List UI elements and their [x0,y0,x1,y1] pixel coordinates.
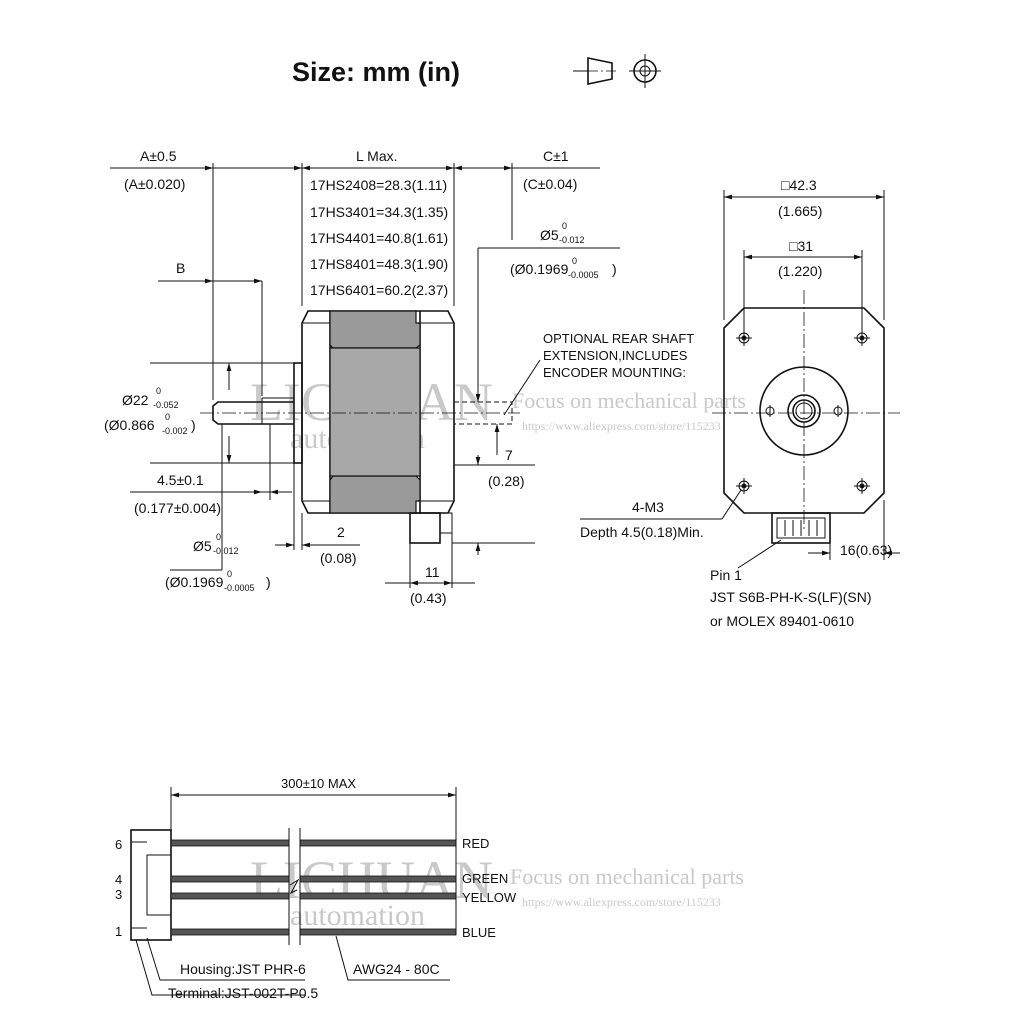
svg-text:-0.052: -0.052 [153,400,179,410]
svg-text:Focus on mechanical parts: Focus on mechanical parts [510,864,744,889]
wire-label-red: RED [462,836,489,851]
svg-text:-0.002: -0.002 [162,426,188,436]
rear-shaft-dia-in: (Ø0.1969 [510,261,569,277]
svg-text:0: 0 [216,532,221,542]
boss-dia: Ø22 [122,392,149,408]
wire-yellow [170,892,457,900]
connector-alt-label: or MOLEX 89401-0610 [710,613,854,629]
boss-dia-in: (Ø0.866 [104,417,155,433]
square-outer: □42.3 [781,177,817,193]
svg-text:-0.0005: -0.0005 [568,270,599,280]
square-outer-in: (1.665) [778,203,822,219]
svg-text:0: 0 [156,386,161,396]
wire-label-blue: BLUE [462,925,496,940]
terminal-label: Terminal:JST-002T-P0.5 [168,985,318,1001]
rear-shaft-note-line1: OPTIONAL REAR SHAFT [543,331,694,346]
mount-holes-depth: Depth 4.5(0.18)Min. [580,524,704,540]
square-holes-in: (1.220) [778,263,822,279]
mount-hole-bl [736,478,752,494]
svg-text:https://www.aliexpress.com/sto: https://www.aliexpress.com/store/115233 [522,895,721,909]
shaft-dia-in: (Ø0.1969 [165,574,224,590]
svg-text:-0.0005: -0.0005 [224,583,255,593]
svg-text:0: 0 [165,412,170,422]
housing-label: Housing:JST PHR-6 [180,961,306,977]
svg-text:0: 0 [227,569,232,579]
rear-shaft-note-line3: ENCODER MOUNTING: [543,365,686,380]
svg-text:-0.012: -0.012 [559,235,585,245]
svg-text:0: 0 [562,221,567,231]
mount-hole-tl [736,330,752,346]
flat-depth-in: (0.177±0.004) [134,500,221,516]
svg-text:https://www.aliexpress.com/sto: https://www.aliexpress.com/store/115233 [522,419,721,433]
front-view-motor [712,290,900,544]
conn-height-in: (0.28) [488,473,525,489]
svg-text:Focus on mechanical parts: Focus on mechanical parts [512,388,746,413]
cable-harness: 300±10 MAX 6 4 3 1 RED GREEN [115,776,517,1001]
wire-blue [170,928,457,936]
svg-text:-0.012: -0.012 [213,546,239,556]
boss-height-in: (0.08) [320,550,357,566]
mount-holes: 4-M3 [632,499,664,515]
cable-length: 300±10 MAX [281,776,356,791]
wire-label-green: GREEN [462,871,508,886]
wire-label-yellow: YELLOW [462,890,517,905]
conn-height: 7 [505,447,513,463]
dim-c: C±1 [543,148,569,164]
boss-height: 2 [337,524,345,540]
wire-red [170,839,457,847]
svg-text:automation: automation [290,899,425,932]
svg-text:): ) [266,574,271,590]
svg-text:0: 0 [572,256,577,266]
flat-depth: 4.5±0.1 [157,472,204,488]
dim-l: L Max. [356,148,398,164]
dim-a-in: (A±0.020) [124,176,185,192]
front-view-dimensions: □42.3 (1.665) □31 (1.220) 4-M3 Depth 4.5… [580,177,900,629]
connector-label: JST S6B-PH-K-S(LF)(SN) [710,589,872,605]
pin1-label: Pin 1 [710,567,742,583]
model-17hs3401: 17HS3401=34.3(1.35) [310,204,448,220]
side-view-motor [200,310,520,544]
third-angle-projection-icon [573,54,661,88]
model-17hs2408: 17HS2408=28.3(1.11) [310,177,447,193]
wire-green [170,875,457,883]
dim-b: B [176,260,185,276]
rear-shaft-dia: Ø5 [540,227,559,243]
pin-number-4: 4 [115,872,122,887]
model-17hs8401: 17HS8401=48.3(1.90) [310,256,448,272]
mount-hole-tr [854,330,870,346]
mount-hole-br [854,478,870,494]
wire-spec-label: AWG24 - 80C [353,961,440,977]
pin-number-1: 1 [115,924,122,939]
watermark-upper: LICHUAN automation Focus on mechanical p… [250,372,746,455]
svg-text:): ) [191,417,196,433]
dim-c-in: (C±0.04) [523,176,577,192]
dim-a: A±0.5 [140,148,177,164]
side-view-dimensions: A±0.5 (A±0.020) L Max. C±1 (C±0.04) 17HS… [104,148,694,606]
model-17hs6401: 17HS6401=60.2(2.37) [310,282,448,298]
svg-text:): ) [612,261,617,277]
pin-number-3: 3 [115,887,122,902]
size-label: Size: mm (in) [292,57,460,87]
pin-number-6: 6 [115,837,122,852]
conn-width-in: (0.43) [410,590,447,606]
model-17hs4401: 17HS4401=40.8(1.61) [310,230,448,246]
rear-shaft-note-line2: EXTENSION,INCLUDES [543,348,688,363]
shaft-dia: Ø5 [193,538,212,554]
conn-offset: 16(0.63) [840,542,892,558]
conn-width: 11 [425,564,440,580]
square-holes: □31 [789,238,813,254]
